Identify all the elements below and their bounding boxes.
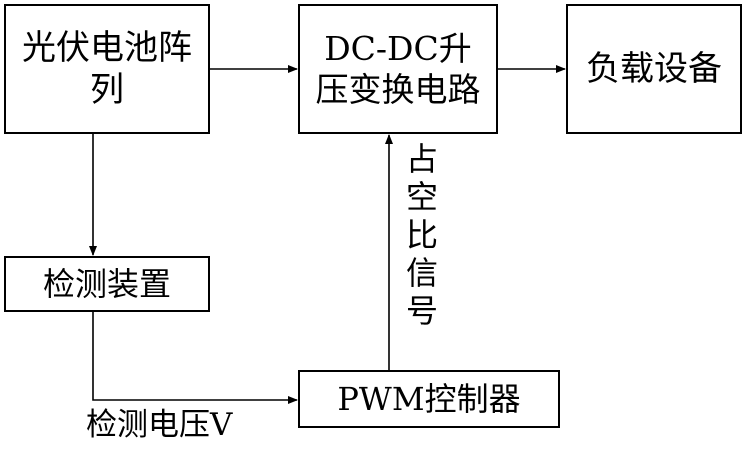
detector-block: 检测装置	[4, 256, 210, 312]
detect-voltage-label: 检测电压V	[86, 410, 232, 441]
pwm-controller-label: PWM控制器	[337, 379, 520, 419]
load-label: 负载设备	[586, 48, 722, 91]
load-block: 负载设备	[566, 4, 742, 134]
arrow-detector-to-pwm	[93, 312, 297, 400]
duty-signal-label: 占空比信号	[404, 140, 440, 330]
detector-label: 检测装置	[43, 264, 171, 304]
pv-array-block: 光伏电池阵列	[4, 4, 210, 134]
dcdc-boost-block: DC-DC升压变换电路	[298, 4, 498, 134]
dcdc-boost-label: DC-DC升压变换电路	[313, 28, 483, 111]
pv-array-label: 光伏电池阵列	[22, 27, 192, 112]
pwm-controller-block: PWM控制器	[298, 370, 560, 428]
